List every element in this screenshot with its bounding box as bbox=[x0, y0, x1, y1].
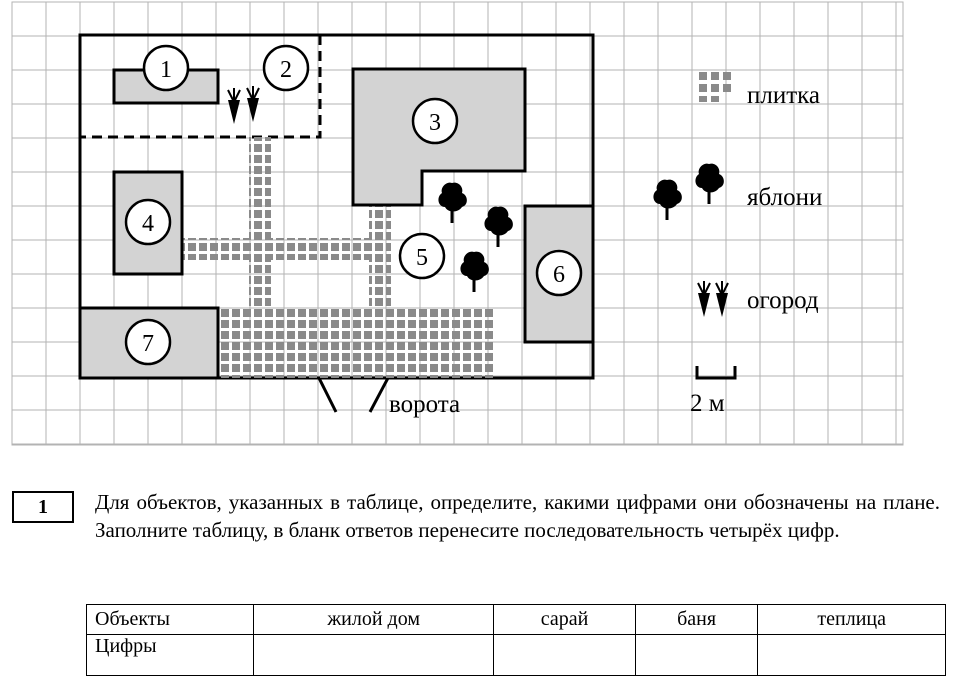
garden-zone-dashed bbox=[78, 33, 322, 139]
label-2: 2 bbox=[280, 57, 292, 83]
gate bbox=[317, 377, 390, 413]
label-7: 7 bbox=[142, 331, 154, 357]
circle-4: 4 bbox=[124, 198, 172, 246]
label-6: 6 bbox=[553, 262, 565, 288]
label-1: 1 bbox=[160, 57, 172, 83]
label-4: 4 bbox=[142, 211, 154, 237]
number-circles: 1 2 3 4 5 6 7 bbox=[124, 44, 583, 366]
circle-5: 5 bbox=[398, 232, 446, 280]
carrot-legend-icon bbox=[697, 280, 729, 318]
answer-cell[interactable] bbox=[493, 634, 636, 676]
table-header-cell: Объекты bbox=[86, 604, 254, 635]
tile-legend-icon bbox=[699, 72, 731, 102]
scale-bar bbox=[695, 366, 737, 380]
table-header-cell: сарай bbox=[493, 604, 636, 635]
site-plan: 1 2 3 4 5 6 7 ворота плитка яблони bbox=[11, 1, 904, 446]
circle-3: 3 bbox=[411, 97, 459, 145]
carrot-icon bbox=[227, 85, 260, 125]
task-text: Для объектов, указанных в таблице, опред… bbox=[95, 490, 940, 542]
circle-6: 6 bbox=[535, 249, 583, 297]
label-3: 3 bbox=[429, 110, 441, 136]
answer-table: Объекты жилой дом сарай баня теплица Циф… bbox=[86, 604, 946, 676]
circle-7: 7 bbox=[124, 318, 172, 366]
gate-label: ворота bbox=[389, 391, 460, 418]
table-header-cell: теплица bbox=[757, 604, 946, 635]
circle-1: 1 bbox=[142, 44, 190, 92]
tile-paths bbox=[183, 137, 496, 378]
label-5: 5 bbox=[416, 245, 428, 271]
legend-tile-label: плитка bbox=[747, 82, 820, 109]
legend: плитка яблони огород 2 м bbox=[653, 72, 822, 417]
table-header-cell: баня bbox=[634, 604, 759, 635]
apple-tree-icon bbox=[438, 182, 513, 292]
table-row-label: Цифры bbox=[86, 634, 254, 676]
answer-cell[interactable] bbox=[757, 634, 946, 676]
table-row: Цифры bbox=[86, 634, 946, 676]
legend-garden-label: огород bbox=[747, 287, 819, 314]
answer-cell[interactable] bbox=[634, 634, 759, 676]
scale-label: 2 м bbox=[690, 390, 725, 417]
circle-2: 2 bbox=[262, 44, 310, 92]
table-header-cell: жилой дом bbox=[252, 604, 495, 635]
answer-cell[interactable] bbox=[252, 634, 495, 676]
table-row: Объекты жилой дом сарай баня теплица bbox=[86, 604, 946, 635]
legend-apple-label: яблони bbox=[747, 184, 822, 211]
task-number-badge: 1 bbox=[12, 491, 74, 523]
